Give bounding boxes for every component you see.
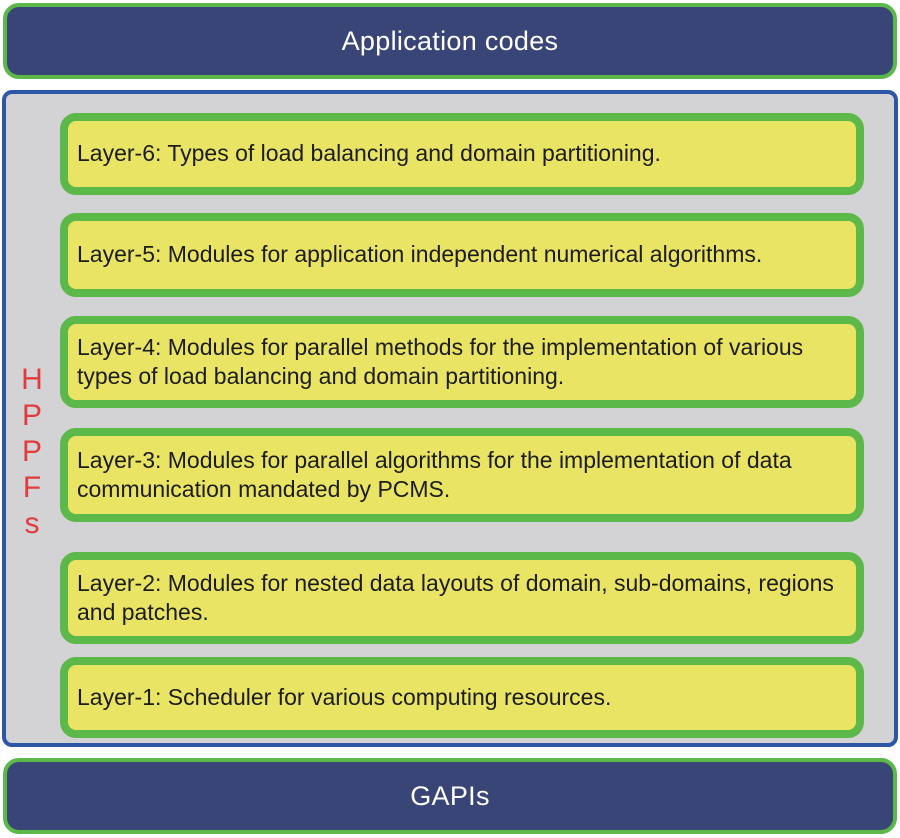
- layer-3-box: Layer-3: Modules for parallel algorithms…: [60, 428, 864, 522]
- application-codes-bar: Application codes: [3, 3, 897, 79]
- hppfs-letter-p1: P: [21, 399, 42, 432]
- hppfs-letter-s: s: [24, 507, 40, 540]
- application-codes-label: Application codes: [341, 25, 559, 56]
- layer-2-label: Layer-2: Modules for nested data layouts…: [77, 569, 834, 625]
- layer-1-label: Layer-1: Scheduler for various computing…: [77, 683, 612, 710]
- layer-4-box: Layer-4: Modules for parallel methods fo…: [60, 316, 864, 408]
- layer-5-box: Layer-5: Modules for application indepen…: [60, 213, 864, 297]
- layer-3-label: Layer-3: Modules for parallel algorithms…: [77, 446, 792, 502]
- hppfs-letter-h: H: [21, 363, 43, 396]
- layer-4-label: Layer-4: Modules for parallel methods fo…: [77, 333, 804, 389]
- hppfs-container: H P P F s Layer-6: Types of load balanci…: [2, 90, 898, 747]
- gapis-bar: GAPIs: [3, 758, 897, 834]
- hppfs-letter-p2: P: [21, 435, 42, 468]
- layer-1-box: Layer-1: Scheduler for various computing…: [60, 657, 864, 738]
- layer-5-label: Layer-5: Modules for application indepen…: [77, 241, 763, 268]
- hppfs-letter-f: F: [22, 471, 42, 504]
- layer-6-box: Layer-6: Types of load balancing and dom…: [60, 113, 864, 195]
- gapis-label: GAPIs: [410, 780, 490, 811]
- layer-2-box: Layer-2: Modules for nested data layouts…: [60, 552, 864, 644]
- hppfs-vertical-label: H P P F s: [12, 362, 52, 542]
- layer-6-label: Layer-6: Types of load balancing and dom…: [77, 140, 661, 167]
